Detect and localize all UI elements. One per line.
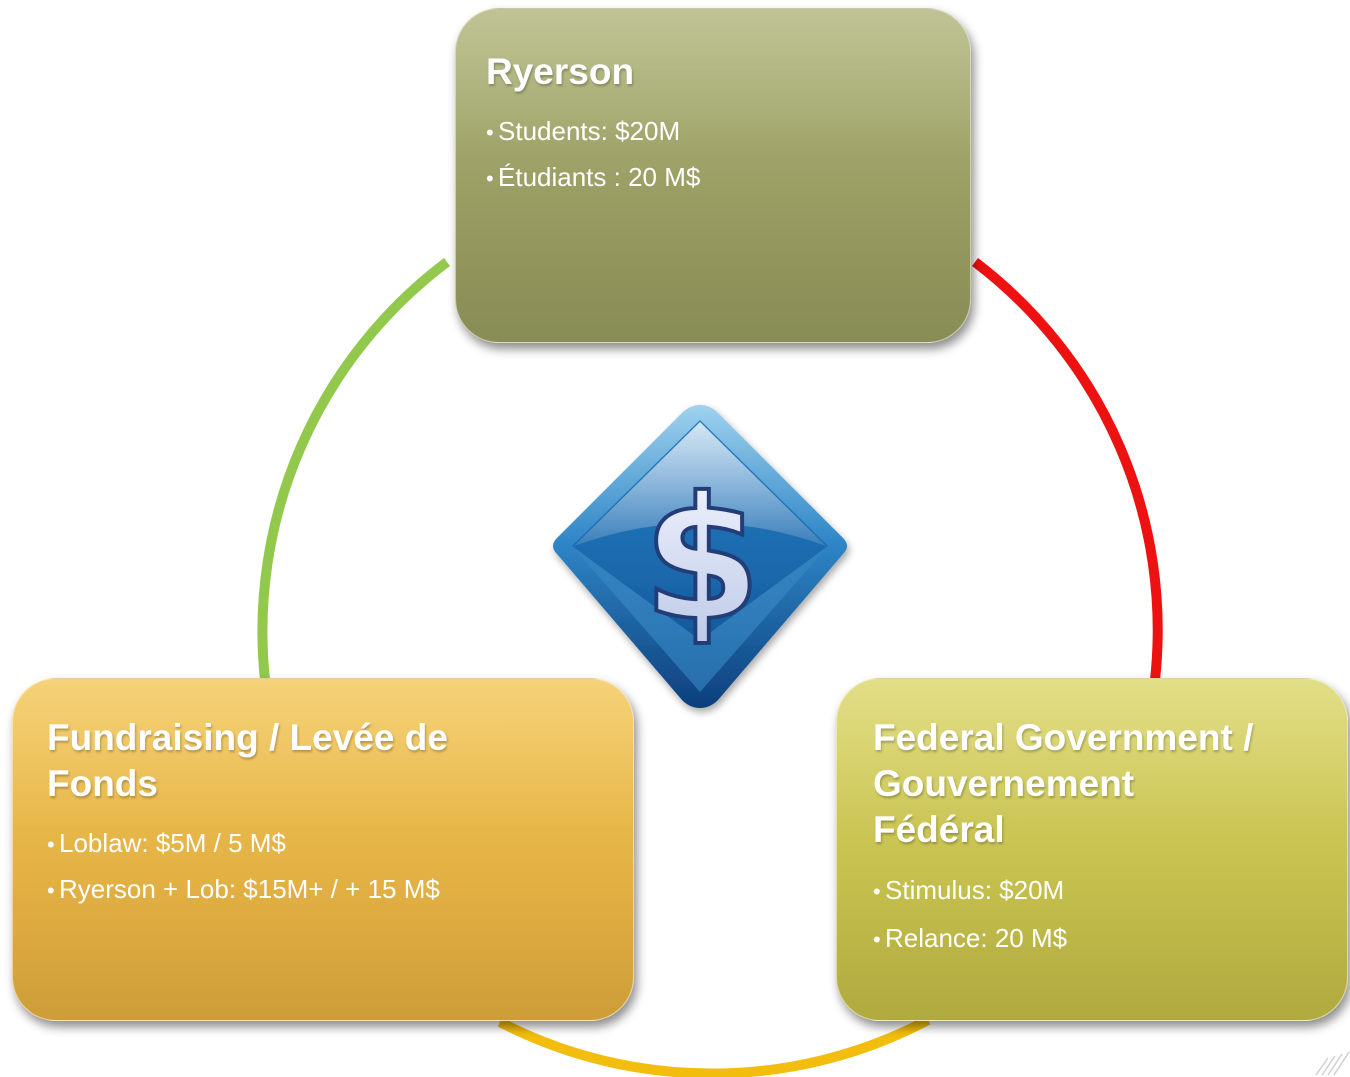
- fundraising-title: Fundraising / Levée de Fonds: [47, 717, 448, 804]
- cycle-arc-bottom: [497, 1015, 931, 1077]
- list-item: •Relance: 20 M$: [873, 923, 1068, 953]
- dollar-symbol: $: [643, 461, 761, 659]
- ryerson-title: Ryerson: [486, 51, 635, 92]
- fundraising-list: •Loblaw: $5M / 5 M$ •Ryerson + Lob: $15M…: [47, 821, 633, 913]
- federal-list: •Stimulus: $20M •Relance: 20 M$: [873, 867, 1347, 963]
- federal-government-box: Federal Government / Gouvernement Fédéra…: [836, 678, 1348, 1021]
- list-item: •Stimulus: $20M: [873, 875, 1065, 905]
- federal-title: Federal Government / Gouvernement Fédéra…: [873, 717, 1254, 850]
- ryerson-box: Ryerson •Students: $20M •Étudiants : 20 …: [455, 8, 971, 343]
- list-item: •Ryerson + Lob: $15M+ / + 15 M$: [47, 874, 440, 904]
- dollar-diamond-icon: $: [553, 405, 847, 708]
- list-item: •Students: $20M: [486, 116, 681, 146]
- corner-decoration: [1315, 1051, 1350, 1076]
- list-item: •Étudiants : 20 M$: [486, 162, 701, 192]
- fundraising-box: Fundraising / Levée de Fonds •Loblaw: $5…: [12, 678, 634, 1021]
- ryerson-list: •Students: $20M •Étudiants : 20 M$: [486, 109, 970, 201]
- cycle-arc-right: [971, 258, 1163, 681]
- cycle-arc-left: [257, 258, 451, 681]
- list-item: •Loblaw: $5M / 5 M$: [47, 828, 286, 858]
